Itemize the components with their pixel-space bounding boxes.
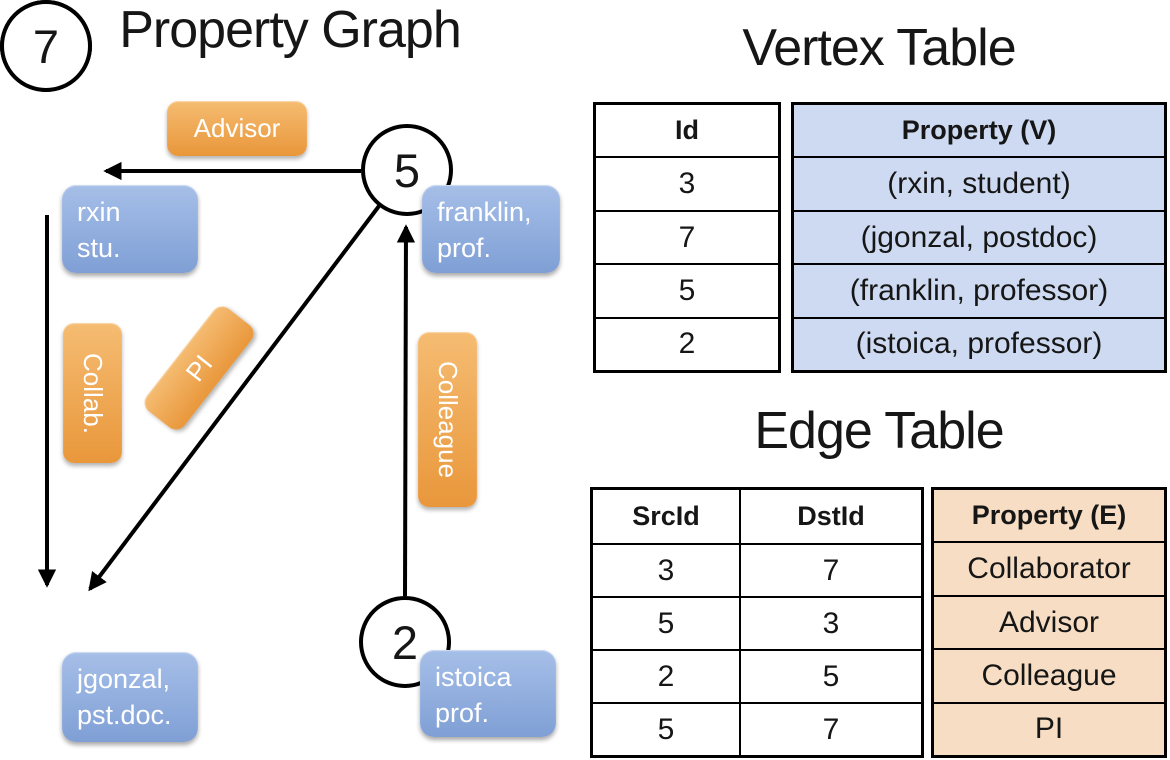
property-graph-title: Property Graph [119, 1, 462, 59]
edge-label-colleague: Colleague [418, 332, 477, 507]
edge-dstid-cell: 7 [739, 702, 921, 755]
edge-label-pi: PI [140, 302, 258, 434]
vertex-property-line: pst.doc. [77, 700, 172, 731]
vertex-id-cell: 7 [596, 209, 778, 263]
vertex-property-line: rxin [77, 197, 121, 227]
node-id: 7 [32, 19, 60, 73]
vertex-property-line: prof. [437, 233, 492, 264]
vertex-id-header: Id [675, 115, 699, 146]
vertex-property-line: prof. [435, 698, 490, 729]
vertex-property-line: istoica [435, 662, 512, 692]
node-id: 5 [393, 143, 421, 197]
graph-node-7: 7 [0, 0, 92, 92]
edge-label-text: Colleague [433, 360, 463, 479]
vertex-property-cell: (rxin, student) [794, 156, 1164, 209]
node-id: 2 [391, 615, 419, 669]
vertex-property-cell: (istoica, professor) [794, 316, 1164, 370]
vertex-table-id-column: Id 3 7 5 2 [593, 102, 781, 373]
edge-dstid-header: DstId [739, 490, 921, 543]
edge-label-text: Collab. [78, 352, 108, 434]
edge-srcid-cell: 2 [593, 649, 739, 702]
vertex-id-cell: 2 [596, 316, 778, 370]
edge-property-cell: Advisor [934, 594, 1164, 648]
vertex-id-cell: 5 [596, 263, 778, 316]
edge-dstid-cell: 7 [739, 543, 921, 596]
vertex-property-header: Property (V) [901, 115, 1057, 146]
edge-label-collab: Collab. [63, 323, 122, 463]
edge-srcid-cell: 5 [593, 702, 739, 755]
vertex-id-cell: 3 [596, 156, 778, 209]
vertex-property-box-5: franklin, prof. [422, 185, 560, 273]
vertex-property-cell: (franklin, professor) [794, 263, 1164, 316]
vertex-table-title: Vertex Table [742, 19, 1016, 77]
edge-table-id-columns: SrcId DstId 3 7 5 3 2 5 5 7 [590, 487, 924, 758]
edge-srcid-header: SrcId [632, 501, 700, 531]
edge-srcid-cell: 3 [593, 543, 739, 596]
vertex-property-box-3: rxin stu. [62, 185, 198, 273]
edge-2-to-5 [396, 224, 416, 597]
vertex-property-line: jgonzal, [77, 664, 171, 694]
edge-table-title: Edge Table [754, 402, 1004, 460]
edge-dstid-cell: 5 [739, 649, 921, 702]
graph-node-5: 5 [361, 124, 453, 216]
edge-property-header: Property (E) [971, 500, 1127, 531]
vertex-table-property-column: Property (V) (rxin, student) (jgonzal, p… [791, 102, 1167, 373]
edge-property-cell: PI [934, 701, 1164, 755]
edge-table-property-column: Property (E) Collaborator Advisor Collea… [931, 487, 1167, 758]
vertex-property-box-7: jgonzal, pst.doc. [62, 652, 198, 742]
edge-srcid-cell: 5 [593, 596, 739, 649]
edge-property-cell: Collaborator [934, 541, 1164, 594]
vertex-property-box-2: istoica prof. [420, 650, 556, 737]
vertex-property-cell: (jgonzal, postdoc) [794, 209, 1164, 263]
edge-dstid-cell: 3 [739, 596, 921, 649]
edge-label-advisor: Advisor [167, 101, 307, 156]
vertex-property-line: franklin, [437, 197, 532, 227]
vertex-property-line: stu. [77, 233, 121, 264]
edge-property-cell: Colleague [934, 648, 1164, 701]
